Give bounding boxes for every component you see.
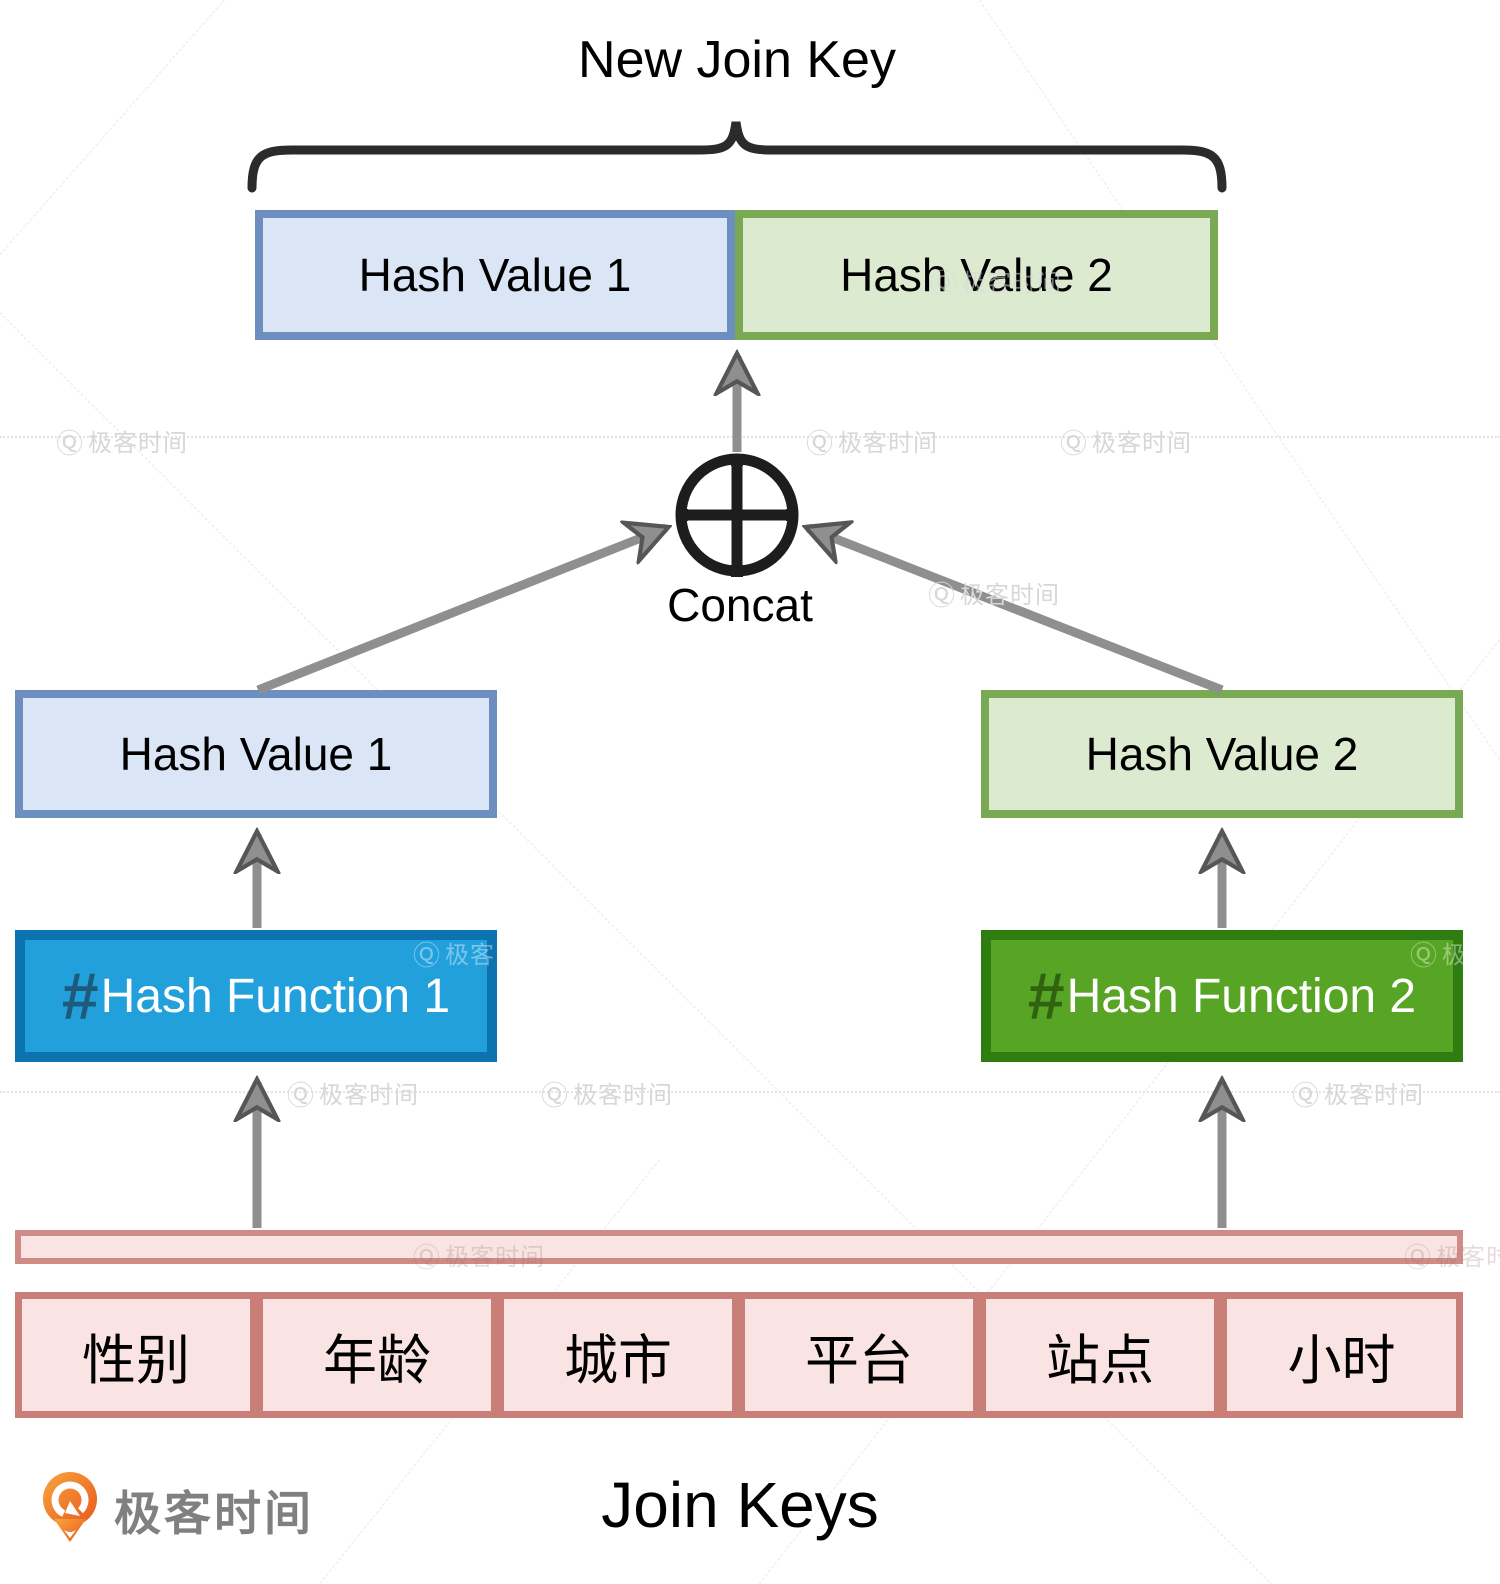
join-field-cell: 年龄: [256, 1292, 498, 1418]
join-field-cell: 站点: [979, 1292, 1221, 1418]
watermark-text: 极客时间: [838, 430, 938, 457]
watermark-text: 极客时间: [960, 582, 1060, 609]
result-box-hash-value-2: Hash Value 2: [735, 210, 1218, 340]
watermark-dotted-line: [0, 1091, 1500, 1093]
hash-value-1-box: Hash Value 1: [15, 690, 497, 818]
concat-label: Concat: [667, 579, 813, 631]
hash-value-1-label: Hash Value 1: [119, 728, 393, 780]
result-hash-value-1-label: Hash Value 1: [358, 249, 632, 301]
watermark-glyph: Ⓠ: [287, 1081, 315, 1111]
hash-value-2-label: Hash Value 2: [1085, 728, 1359, 780]
watermark-glyph: Ⓠ: [1060, 429, 1088, 459]
join-key-strip: [15, 1230, 1463, 1264]
brace-icon: [247, 121, 1227, 193]
watermark-text: 极客时间: [88, 430, 188, 457]
brand-logo: 极客时间: [40, 1470, 314, 1548]
hash-function-2-box: # Hash Function 2: [981, 930, 1463, 1062]
watermark-text: 极客时间: [1092, 430, 1192, 457]
join-field-label: 性别: [82, 1330, 190, 1391]
watermark-glyph: Ⓠ: [56, 429, 84, 459]
join-field-label: 站点: [1046, 1330, 1154, 1391]
join-field-label: 平台: [805, 1330, 913, 1391]
join-field-cell: 小时: [1220, 1292, 1463, 1418]
watermark-glyph: Ⓠ: [541, 1081, 569, 1111]
hash-icon: #: [1027, 959, 1065, 1033]
join-field-label: 小时: [1287, 1330, 1396, 1391]
watermark-text: 极客时间: [1324, 1082, 1424, 1109]
join-field-cell: 平台: [738, 1292, 980, 1418]
concat-circle-plus-icon: [675, 453, 799, 577]
join-field-label: 城市: [564, 1330, 672, 1391]
hash-icon: #: [61, 959, 99, 1033]
watermark-diagonal-line: [0, 0, 226, 256]
watermark-dotted-line: [0, 436, 1500, 438]
hash-function-2-label: Hash Function 2: [1066, 969, 1417, 1023]
geektime-logo-icon: [43, 1472, 97, 1542]
join-field-cell: 性别: [15, 1292, 257, 1418]
result-hash-value-2-label: Hash Value 2: [840, 249, 1113, 301]
watermark-glyph: Ⓠ: [1292, 1081, 1320, 1111]
caption-join-keys: Join Keys: [601, 1469, 879, 1541]
hash-function-1-label: Hash Function 1: [100, 969, 451, 1023]
diagram-title: New Join Key: [578, 31, 896, 89]
hash-value-2-box: Hash Value 2: [981, 690, 1463, 818]
join-field-label: 年龄: [323, 1330, 431, 1391]
watermark-text: 极客时间: [319, 1082, 419, 1109]
hash-function-1-box: # Hash Function 1: [15, 930, 497, 1062]
join-field-cell: 城市: [497, 1292, 739, 1418]
watermark-glyph: Ⓠ: [806, 429, 834, 459]
watermark-diagonal-line: [979, 0, 1500, 760]
watermark-text: 极客时间: [573, 1082, 673, 1109]
brand-name: 极客时间: [114, 1486, 314, 1540]
result-box-hash-value-1: Hash Value 1: [255, 210, 735, 340]
